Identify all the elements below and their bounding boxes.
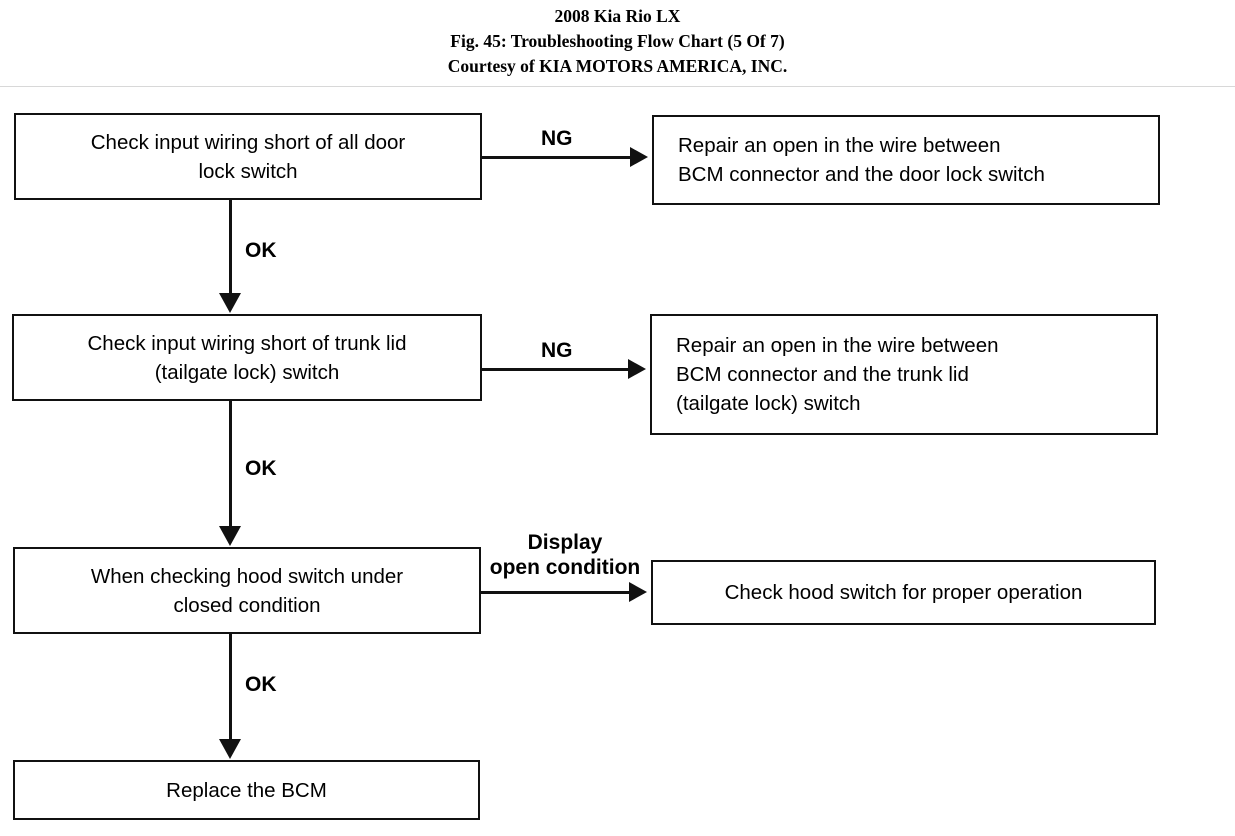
flow-node-repair-trunk-lid: Repair an open in the wire between BCM c… bbox=[650, 314, 1158, 435]
edge-label-ng-2: NG bbox=[541, 339, 573, 362]
edge-label-ok-3: OK bbox=[245, 673, 277, 696]
edge-arrowhead-display-open bbox=[629, 582, 647, 602]
edge-label-line: Display bbox=[527, 531, 603, 554]
edge-line-display-open bbox=[481, 591, 631, 594]
flow-node-text-line: Check input wiring short of all door bbox=[90, 130, 406, 154]
flow-node-text-line: lock switch bbox=[198, 159, 298, 183]
edge-arrowhead-ng-1 bbox=[630, 147, 648, 167]
flow-node-replace-bcm: Replace the BCM bbox=[13, 760, 480, 820]
flow-node-check-door-lock: Check input wiring short of all door loc… bbox=[14, 113, 482, 200]
edge-arrowhead-ng-2 bbox=[628, 359, 646, 379]
flow-node-check-trunk-lid: Check input wiring short of trunk lid (t… bbox=[12, 314, 482, 401]
edge-label-display-open-condition: Display open condition bbox=[481, 530, 649, 580]
flow-node-text-line: When checking hood switch under bbox=[90, 564, 404, 588]
flow-node-text-line: Check hood switch for proper operation bbox=[724, 581, 1083, 604]
edge-label-ok-2: OK bbox=[245, 457, 277, 480]
flow-node-text-line: Repair an open in the wire between bbox=[676, 334, 999, 357]
flow-node-text-line: (tailgate lock) switch bbox=[154, 360, 340, 384]
edge-line-ok-3 bbox=[229, 634, 232, 744]
edge-line-ok-1 bbox=[229, 200, 232, 300]
header-title-model: 2008 Kia Rio LX bbox=[554, 6, 681, 26]
flow-node-text-line: Repair an open in the wire between bbox=[678, 134, 1001, 157]
edge-arrowhead-ok-2 bbox=[219, 526, 241, 546]
header-divider bbox=[0, 86, 1235, 87]
edge-line-ng-2 bbox=[482, 368, 630, 371]
troubleshooting-flow-chart: Check input wiring short of all door loc… bbox=[0, 86, 1235, 836]
document-header: 2008 Kia Rio LX Fig. 45: Troubleshooting… bbox=[0, 0, 1235, 86]
edge-arrowhead-ok-1 bbox=[219, 293, 241, 313]
flow-node-check-hood-closed: When checking hood switch under closed c… bbox=[13, 547, 481, 634]
header-title-figure: Fig. 45: Troubleshooting Flow Chart (5 O… bbox=[450, 31, 785, 51]
flow-node-repair-door-lock: Repair an open in the wire between BCM c… bbox=[652, 115, 1160, 205]
edge-label-line: open condition bbox=[489, 556, 641, 579]
flow-node-text-line: BCM connector and the trunk lid bbox=[676, 363, 969, 386]
edge-line-ng-1 bbox=[482, 156, 632, 159]
flow-node-text-line: Replace the BCM bbox=[166, 778, 327, 802]
flow-node-text-line: BCM connector and the door lock switch bbox=[678, 163, 1045, 186]
edge-label-ng-1: NG bbox=[541, 127, 573, 150]
edge-arrowhead-ok-3 bbox=[219, 739, 241, 759]
header-title-courtesy: Courtesy of KIA MOTORS AMERICA, INC. bbox=[447, 56, 788, 76]
flow-node-text-line: Check input wiring short of trunk lid bbox=[87, 331, 407, 355]
edge-label-ok-1: OK bbox=[245, 239, 277, 262]
flow-node-text-line: (tailgate lock) switch bbox=[676, 392, 861, 415]
edge-line-ok-2 bbox=[229, 401, 232, 531]
flow-node-check-hood-operation: Check hood switch for proper operation bbox=[651, 560, 1156, 625]
flow-node-text-line: closed condition bbox=[173, 593, 321, 617]
